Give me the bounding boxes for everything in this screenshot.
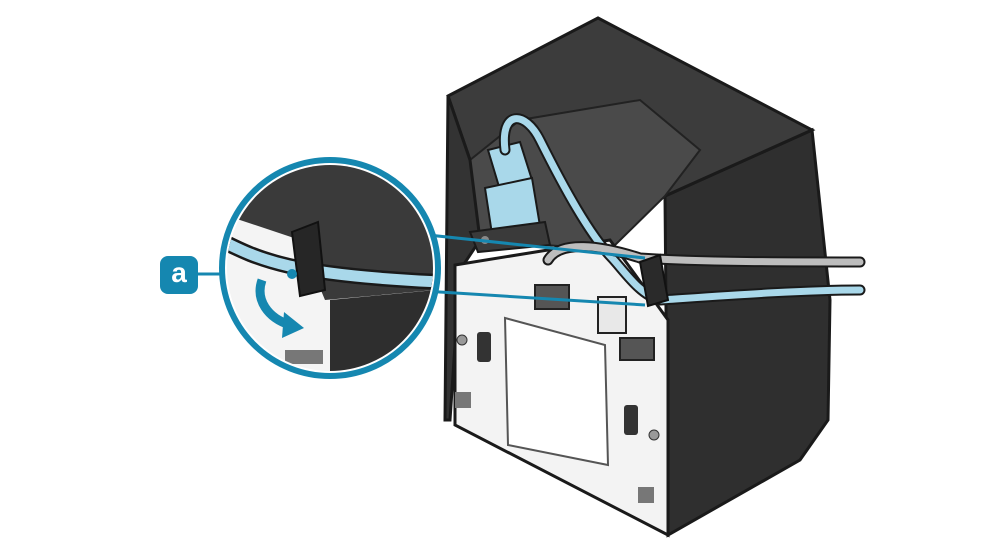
rating-label — [503, 316, 610, 467]
printer — [443, 16, 832, 538]
cable-clip — [638, 253, 670, 308]
screw — [648, 429, 660, 441]
foot-pad — [638, 487, 654, 503]
detail-clip — [290, 220, 327, 298]
screw — [456, 334, 468, 346]
printer-right-side — [663, 127, 832, 538]
mount-hole — [477, 332, 491, 362]
lan-port — [619, 337, 655, 361]
callout-label: a — [160, 256, 198, 294]
cables — [498, 113, 866, 308]
mount-hole — [624, 405, 638, 435]
detail-magnifier — [219, 157, 441, 379]
foot-pad — [455, 392, 471, 408]
power-plug — [468, 140, 552, 254]
